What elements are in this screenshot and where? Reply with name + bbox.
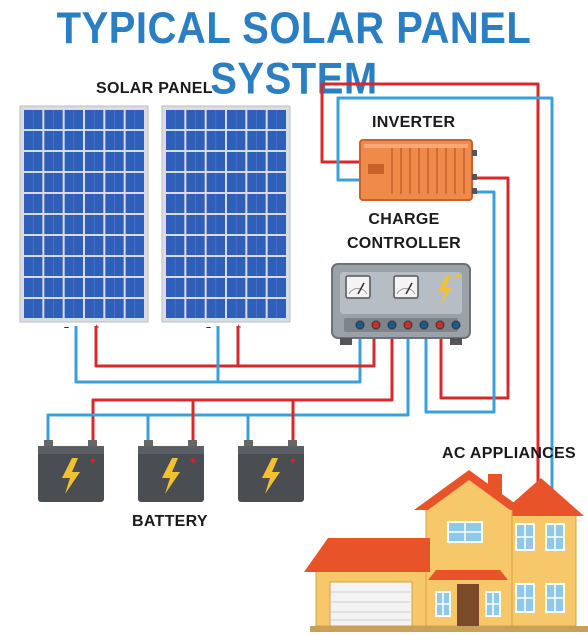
- wire-battery-negative-bus: [46, 338, 410, 444]
- wire-ac-neutral: [336, 96, 554, 520]
- house-windows: [435, 521, 565, 617]
- positive-terminal-mark: +: [290, 456, 296, 467]
- negative-terminal-mark: –: [206, 322, 211, 332]
- wire-panel1-positive: [94, 326, 376, 368]
- batteries: + + +: [38, 440, 304, 502]
- wire-ctrl-inverter-positive: [439, 176, 510, 400]
- controller-terminals: [355, 320, 461, 330]
- solar-panel-2: –+: [161, 105, 291, 332]
- inverter-display: [368, 164, 384, 174]
- house: [304, 470, 588, 632]
- gauge-left: [345, 275, 371, 299]
- wires: [46, 82, 554, 520]
- charge-controller: [331, 263, 471, 345]
- solar-panel-label: SOLAR PANEL: [96, 80, 213, 97]
- inverter-label: INVERTER: [372, 114, 456, 131]
- inverter: [359, 139, 477, 201]
- negative-terminal-mark: –: [64, 322, 69, 332]
- gauge-right: [393, 275, 419, 299]
- solar-panels: –+–+: [19, 105, 291, 332]
- battery-1: +: [38, 440, 104, 502]
- charge-controller-label-line2: CONTROLLER: [346, 235, 462, 252]
- battery-3: +: [238, 440, 304, 502]
- page-title: TYPICAL SOLAR PANEL SYSTEM: [56, 4, 532, 104]
- positive-terminal-mark: +: [236, 322, 241, 332]
- positive-terminal-mark: +: [94, 322, 99, 332]
- wire-battery-positive-bus: [91, 338, 394, 444]
- bolt-icon: [262, 458, 280, 494]
- positive-terminal-mark: +: [90, 456, 96, 467]
- battery-2: +: [138, 440, 204, 502]
- ac-appliances-label: AC APPLIANCES: [442, 445, 576, 462]
- solar-panel-1: –+: [19, 105, 149, 332]
- battery-label: BATTERY: [132, 513, 208, 530]
- wire-ctrl-inverter-negative: [424, 190, 496, 414]
- front-door: [457, 584, 479, 626]
- positive-terminal-mark: +: [190, 456, 196, 467]
- bolt-icon: [438, 276, 452, 306]
- bolt-icon: [62, 458, 80, 494]
- wire-ac-line: [320, 82, 540, 520]
- inverter-fins: [364, 144, 468, 194]
- charge-controller-label-line1: CHARGE: [368, 211, 440, 228]
- bolt-icon: [162, 458, 180, 494]
